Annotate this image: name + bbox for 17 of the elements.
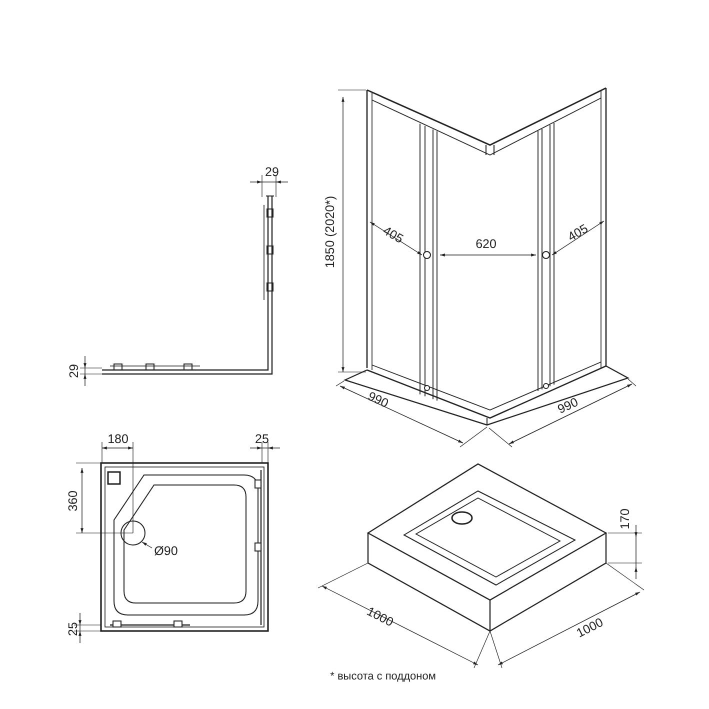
dimension-label: Ø90 (154, 544, 178, 558)
footnote: * высота с поддоном (330, 672, 436, 682)
dimension-label: 360 (66, 490, 80, 512)
dimension-label: 25 (255, 432, 269, 446)
dimension-label: 170 (618, 508, 632, 530)
dimension-label: 180 (108, 432, 128, 446)
dimension-label: 620 (476, 238, 496, 250)
dimension-label: 25 (66, 622, 80, 636)
dimension-label: 29 (265, 166, 279, 178)
dimension-label: 405 (566, 222, 590, 244)
dimension-label: 1000 (364, 605, 396, 629)
dimension-label: 405 (380, 224, 406, 246)
dimension-label: 1000 (574, 616, 606, 640)
dimension-label: 990 (366, 390, 390, 410)
dimension-label: 29 (68, 364, 80, 378)
dimension-label: 1850 (2020*) (324, 196, 336, 268)
dimension-label: 990 (556, 396, 580, 416)
